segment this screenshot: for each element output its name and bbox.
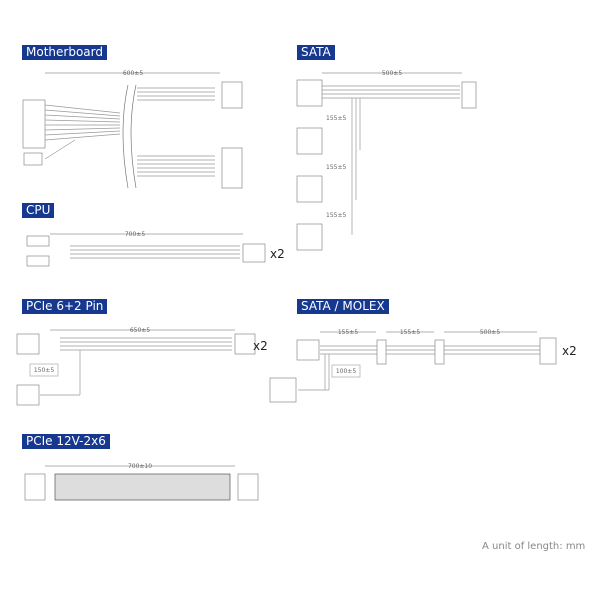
- section-title-pcie-6-2: PCIe 6+2 Pin: [22, 299, 108, 314]
- connector-24pin: [22, 99, 46, 149]
- quantity-label: x2: [270, 247, 285, 261]
- quantity-label: x2: [253, 339, 268, 353]
- section-title-cpu: CPU: [22, 203, 55, 218]
- branch-dimension-label: 150±5: [34, 367, 54, 374]
- pcie-12v-cable: 700±10: [24, 463, 259, 501]
- motherboard-cable: 600±5: [22, 70, 243, 189]
- segment-label: 155±5: [338, 329, 358, 336]
- unit-note: A unit of length: mm: [482, 541, 586, 552]
- segment-label: 500±5: [480, 329, 500, 336]
- section-title-sata-molex: SATA / MOLEX: [297, 299, 389, 314]
- section-title-motherboard: Motherboard: [22, 45, 107, 60]
- segment-label: 155±5: [400, 329, 420, 336]
- connector-8pin: [221, 81, 243, 109]
- segment-label: 155±5: [326, 115, 346, 122]
- dimension-label: 700±5: [125, 231, 145, 238]
- connector-8pin: [242, 243, 266, 263]
- branch-dimension-label: 100±5: [336, 368, 356, 375]
- sata-cable: 500±5 155±5 155±5 155±5: [296, 70, 477, 251]
- quantity-label: x2: [562, 344, 577, 358]
- section-title-sata: SATA: [297, 45, 335, 60]
- section-title-pcie-12v: PCIe 12V-2x6: [22, 434, 110, 449]
- sata-molex-cable: 155±5 155±5 500±5 100±5 x2: [269, 329, 577, 403]
- cpu-cable: 700±5 x2: [26, 231, 285, 267]
- connector-16pin: [221, 147, 243, 189]
- segment-label: 155±5: [326, 212, 346, 219]
- pcie-6-2-cable: 650±5 150±5 x2: [16, 327, 268, 406]
- segment-label: 155±5: [326, 164, 346, 171]
- dimension-label: 650±5: [130, 327, 150, 334]
- connector-small: [23, 152, 43, 166]
- dimension-label: 500±5: [382, 70, 402, 77]
- dimension-label: 700±10: [128, 463, 152, 470]
- dimension-label: 600±5: [123, 70, 143, 77]
